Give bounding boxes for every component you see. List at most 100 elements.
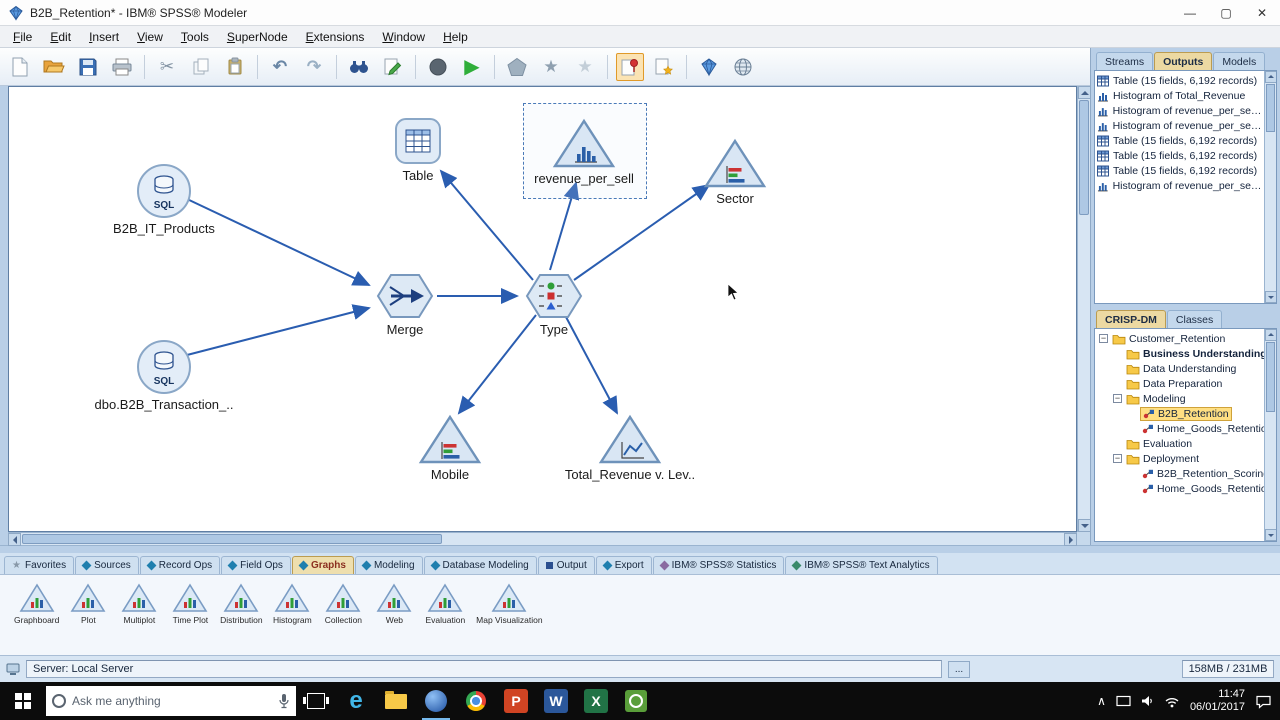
scroll-down-button[interactable] xyxy=(1265,291,1276,303)
word-taskbar-icon[interactable]: W xyxy=(536,682,576,720)
output-list-item[interactable]: Histogram of revenue_per_sell ... xyxy=(1097,103,1262,118)
globe-icon[interactable] xyxy=(729,53,757,81)
tab-outputs[interactable]: Outputs xyxy=(1154,52,1213,70)
expander-icon[interactable] xyxy=(1113,454,1122,463)
palette-item-time-plot[interactable]: Time Plot xyxy=(168,583,212,625)
tab-streams[interactable]: Streams xyxy=(1096,52,1154,70)
node-dbo-b2b-transaction[interactable]: SQL dbo.B2B_Transaction_.. xyxy=(95,339,234,412)
canvas-horizontal-scrollbar[interactable] xyxy=(8,532,1077,546)
tray-expand-icon[interactable]: ∧ xyxy=(1097,694,1106,708)
tab-models[interactable]: Models xyxy=(1213,52,1266,70)
menu-view[interactable]: View xyxy=(137,29,163,44)
tab-export[interactable]: Export xyxy=(595,556,652,574)
zoom-in-star-icon[interactable]: ★ xyxy=(543,57,559,76)
tree-item-home-goods-retention-2[interactable]: Home_Goods_Retentio.. xyxy=(1097,481,1273,496)
tree-item-b2b-retention[interactable]: B2B_Retention xyxy=(1097,406,1262,421)
scroll-down-button[interactable] xyxy=(1078,519,1091,532)
scroll-right-button[interactable] xyxy=(1064,533,1077,546)
output-list-item[interactable]: Table (15 fields, 6,192 records) xyxy=(1097,163,1262,178)
file-explorer-taskbar-icon[interactable] xyxy=(376,682,416,720)
tree-item-data-understanding[interactable]: Data Understanding xyxy=(1097,361,1262,376)
tree-scrollbar[interactable] xyxy=(1264,329,1276,541)
node-table[interactable]: Table xyxy=(358,116,478,183)
palette-item-collection[interactable]: Collection xyxy=(321,583,365,625)
spss-modeler-taskbar-icon[interactable] xyxy=(416,682,456,720)
tab-database-modeling[interactable]: Database Modeling xyxy=(423,556,537,574)
canvas-vertical-scrollbar[interactable] xyxy=(1077,86,1091,532)
server-options-button[interactable]: ... xyxy=(948,660,970,678)
maximize-button[interactable]: ▢ xyxy=(1220,5,1232,20)
palette-item-map-visualization[interactable]: Map Visualization xyxy=(474,583,544,625)
scroll-up-button[interactable] xyxy=(1265,329,1276,341)
undo-icon[interactable]: ↶ xyxy=(272,57,288,76)
output-list-item[interactable]: Table (15 fields, 6,192 records) xyxy=(1097,73,1262,88)
tab-graphs[interactable]: Graphs xyxy=(291,556,354,574)
tab-modeling[interactable]: Modeling xyxy=(354,556,423,574)
minimize-button[interactable]: — xyxy=(1184,5,1196,20)
stream-canvas[interactable]: SQL B2B_IT_Products SQL dbo.B2B_Transact… xyxy=(8,86,1077,532)
tab-crisp-dm[interactable]: CRISP-DM xyxy=(1096,310,1166,328)
output-list-item[interactable]: Table (15 fields, 6,192 records) xyxy=(1097,133,1262,148)
tree-item-modeling[interactable]: Modeling xyxy=(1097,391,1262,406)
new-node-icon[interactable] xyxy=(650,53,678,81)
palette-item-distribution[interactable]: Distribution xyxy=(219,583,263,625)
palette-item-web[interactable]: Web xyxy=(372,583,416,625)
node-b2b-it-products[interactable]: SQL B2B_IT_Products xyxy=(104,163,224,236)
taskbar-search[interactable] xyxy=(46,686,296,716)
wifi-icon[interactable] xyxy=(1164,695,1180,708)
expander-icon[interactable] xyxy=(1099,334,1108,343)
node-revenue-per-sell[interactable]: revenue_per_sell xyxy=(524,117,644,186)
tab-field-ops[interactable]: Field Ops xyxy=(221,556,291,574)
tab-output[interactable]: Output xyxy=(537,556,595,574)
zoom-out-star-icon[interactable]: ★ xyxy=(577,57,593,76)
expander-icon[interactable] xyxy=(1113,394,1122,403)
redo-icon[interactable]: ↷ xyxy=(306,57,322,76)
output-list-item[interactable]: Histogram of Total_Revenue xyxy=(1097,88,1262,103)
task-view-button[interactable] xyxy=(296,682,336,720)
copy-icon[interactable] xyxy=(187,53,215,81)
tree-item-customer-retention[interactable]: Customer_Retention xyxy=(1097,331,1262,346)
taskbar-clock[interactable]: 11:47 06/01/2017 xyxy=(1190,688,1245,714)
palette-item-multiplot[interactable]: Multiplot xyxy=(117,583,161,625)
outputs-scrollbar[interactable] xyxy=(1264,71,1276,303)
tree-item-home-goods-retention[interactable]: Home_Goods_Retentio.. xyxy=(1097,421,1273,436)
horizontal-splitter[interactable] xyxy=(0,545,1280,553)
menu-tools[interactable]: Tools xyxy=(180,29,209,44)
close-button[interactable]: ✕ xyxy=(1256,5,1268,20)
scroll-thumb[interactable] xyxy=(22,534,442,544)
scroll-down-button[interactable] xyxy=(1265,529,1276,541)
menu-insert[interactable]: Insert xyxy=(89,29,120,44)
tray-window-icon[interactable] xyxy=(1116,694,1131,708)
scroll-thumb[interactable] xyxy=(1266,342,1275,412)
save-stream-icon[interactable] xyxy=(74,53,102,81)
paste-icon[interactable] xyxy=(221,53,249,81)
stop-icon[interactable] xyxy=(424,53,452,81)
run-stream-icon[interactable]: ▶ xyxy=(464,55,480,78)
supernode-pentagon-icon[interactable] xyxy=(503,53,531,81)
new-stream-icon[interactable] xyxy=(6,53,34,81)
tab-spss-statistics[interactable]: IBM® SPSS® Statistics xyxy=(652,556,785,574)
menu-edit[interactable]: Edit xyxy=(50,29,72,44)
output-list-item[interactable]: Histogram of revenue_per_sell ... xyxy=(1097,118,1262,133)
action-center-icon[interactable] xyxy=(1255,694,1272,709)
palette-item-plot[interactable]: Plot xyxy=(66,583,110,625)
output-list-item[interactable]: Table (15 fields, 6,192 records) xyxy=(1097,148,1262,163)
palette-item-evaluation[interactable]: Evaluation xyxy=(423,583,467,625)
tab-classes[interactable]: Classes xyxy=(1166,310,1223,328)
start-button[interactable] xyxy=(0,682,46,720)
menu-extensions[interactable]: Extensions xyxy=(305,29,365,44)
tree-item-evaluation[interactable]: Evaluation xyxy=(1097,436,1262,451)
tree-item-deployment[interactable]: Deployment xyxy=(1097,451,1262,466)
node-merge[interactable]: Merge xyxy=(345,272,465,337)
tab-favorites[interactable]: ★Favorites xyxy=(4,556,75,574)
output-list-item[interactable]: Histogram of revenue_per_sell ... xyxy=(1097,178,1262,193)
menu-supernode[interactable]: SuperNode xyxy=(226,29,288,44)
edge-taskbar-icon[interactable]: e xyxy=(336,682,376,720)
menu-help[interactable]: Help xyxy=(443,29,468,44)
scroll-thumb[interactable] xyxy=(1266,84,1275,132)
gem-preview-icon[interactable] xyxy=(695,53,723,81)
powerpoint-taskbar-icon[interactable]: P xyxy=(496,682,536,720)
node-total-revenue-plot[interactable]: Total_Revenue v. Lev.. xyxy=(565,413,695,482)
microphone-icon[interactable] xyxy=(278,693,290,709)
green-app-taskbar-icon[interactable] xyxy=(616,682,656,720)
